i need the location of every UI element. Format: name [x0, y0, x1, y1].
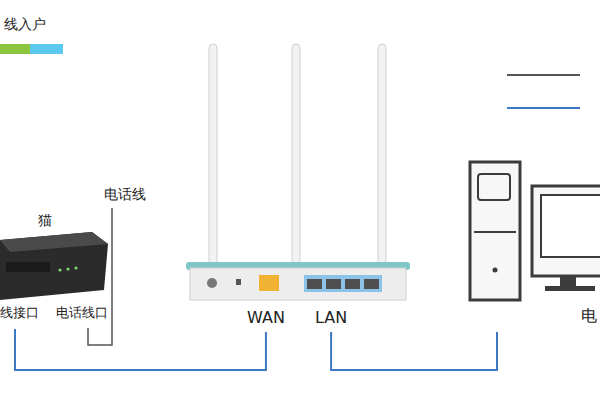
port-label: WAN	[247, 308, 285, 327]
legend-text: 线入户	[4, 16, 46, 33]
port-label: 线接口	[0, 305, 39, 321]
port-label: 电	[581, 306, 597, 325]
network-cable	[15, 329, 266, 370]
computer-icon	[470, 162, 600, 300]
wire-label: 电话线	[104, 186, 146, 203]
port-label: LAN	[315, 308, 347, 327]
modem-icon	[0, 232, 108, 300]
phone-wire	[88, 208, 112, 345]
legend-bar	[30, 44, 63, 54]
legend-bar	[0, 44, 30, 54]
device-name: 猫	[38, 212, 52, 229]
router-node: WAN LAN	[185, 40, 410, 330]
network-cable	[331, 332, 497, 370]
port-label: 电话线口	[56, 305, 108, 321]
legend-line	[507, 74, 580, 76]
router-icon	[186, 44, 410, 300]
computer-node: 电	[465, 160, 600, 330]
legend-line	[507, 107, 580, 109]
modem-node: 猫线接口 电话线口	[0, 212, 112, 327]
